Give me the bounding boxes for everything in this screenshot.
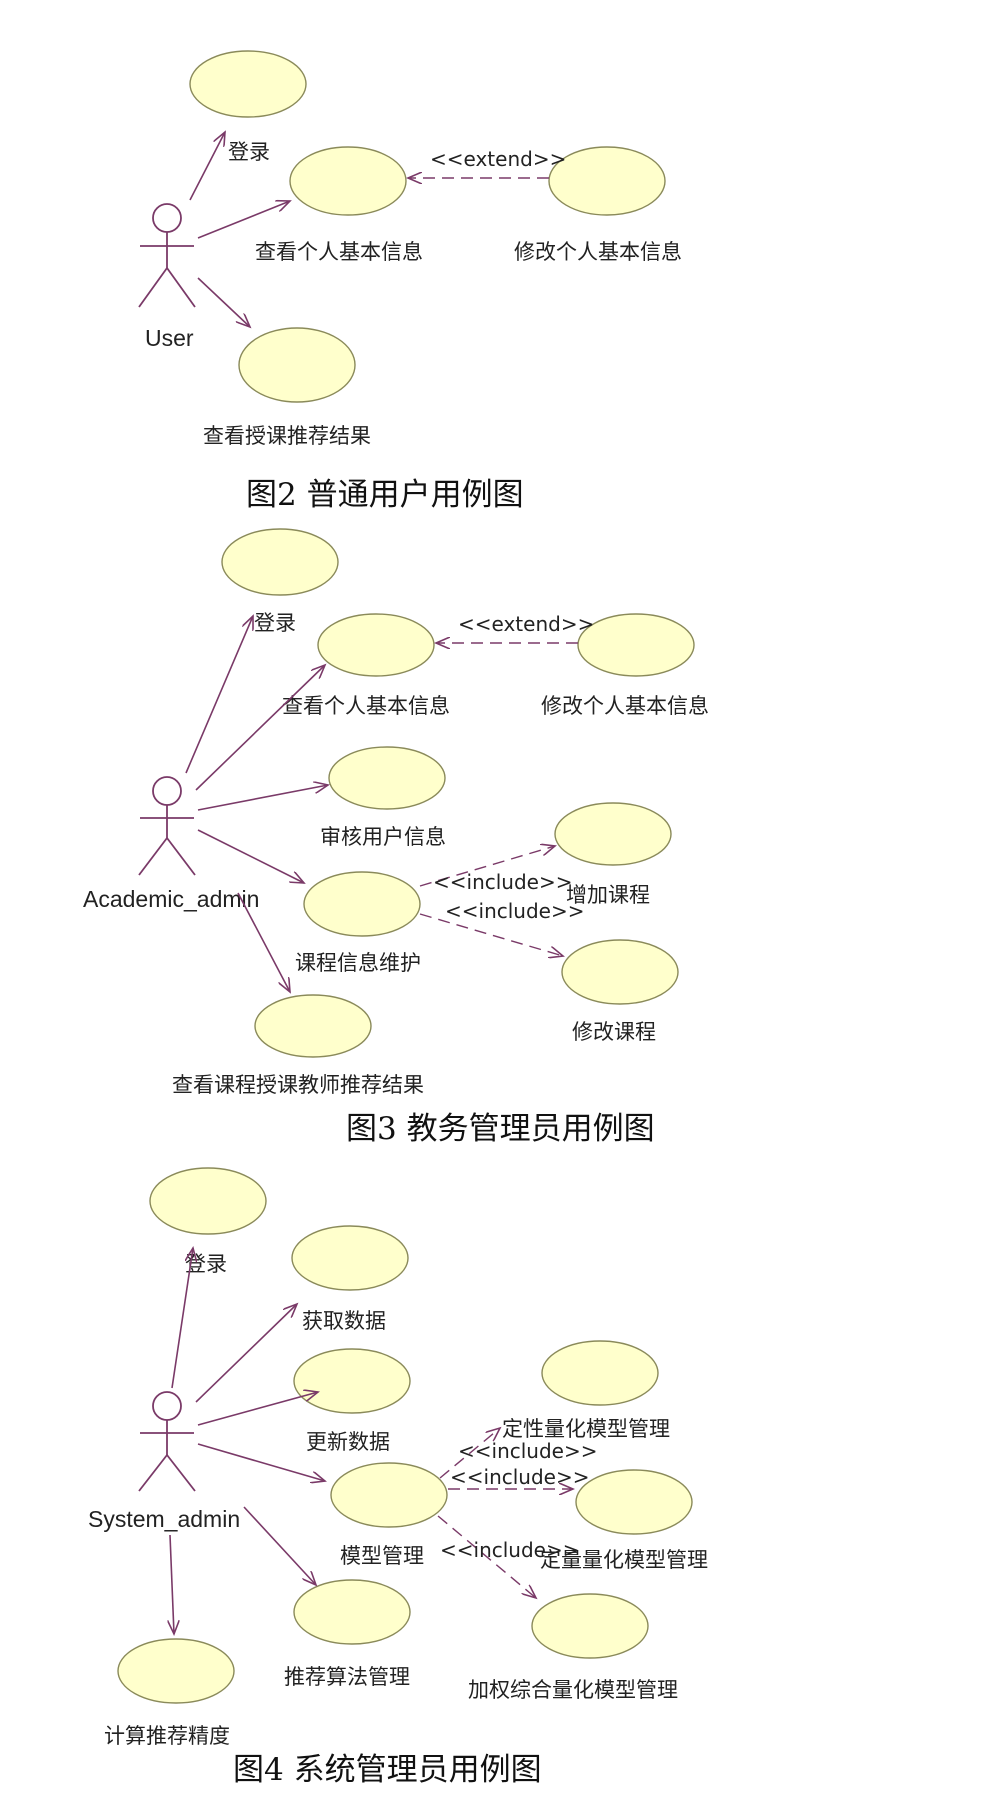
- uc-add-course: [554, 802, 672, 866]
- assoc-sys-calc-precision: [170, 1534, 174, 1634]
- extend-label: <<extend>>: [430, 147, 566, 171]
- uc-view-teaching-result-label: 查看授课推荐结果: [203, 424, 371, 448]
- uc-quantitative-model-label: 定量量化模型管理: [540, 1548, 708, 1572]
- uc-login: [149, 1167, 267, 1235]
- uc-view-teacher-result-label: 查看课程授课教师推荐结果: [172, 1073, 424, 1097]
- include-model-to-qualitative: [439, 1428, 500, 1479]
- include-label-2: <<include>>: [445, 899, 585, 923]
- uc-modify-personal-info-label: 修改个人基本信息: [514, 240, 682, 264]
- include-label-2: <<include>>: [450, 1465, 590, 1489]
- actor-academic-admin-figure: [138, 776, 196, 876]
- uc-course-maintenance-label: 课程信息维护: [295, 951, 421, 975]
- uc-calc-precision-label: 计算推荐精度: [104, 1724, 230, 1748]
- assoc-user-view-result: [197, 277, 250, 327]
- assoc-sys-algo-mgmt: [243, 1506, 316, 1585]
- uc-audit-user-info: [328, 746, 446, 810]
- include-label-1: <<include>>: [458, 1439, 598, 1463]
- assoc-sys-get-data: [195, 1304, 297, 1403]
- include-course-to-add: [419, 846, 555, 887]
- caption-figure-4: 图4 系统管理员用例图: [233, 1752, 542, 1788]
- uc-login: [189, 50, 307, 118]
- uc-login-label: 登录: [228, 140, 270, 164]
- uc-audit-user-info-label: 审核用户信息: [320, 825, 446, 849]
- assoc-sys-model-mgmt: [197, 1443, 325, 1481]
- assoc-academic-view-info: [195, 665, 325, 791]
- uc-view-teaching-result: [238, 327, 356, 403]
- uc-weighted-model: [531, 1593, 649, 1659]
- actor-user-label: User: [145, 325, 194, 351]
- uc-modify-personal-info: [577, 613, 695, 677]
- uc-login-label: 登录: [254, 611, 296, 635]
- uc-view-teacher-result: [254, 994, 372, 1058]
- assoc-academic-login: [185, 616, 253, 774]
- actor-user-figure: [138, 203, 196, 308]
- uc-algorithm-management-label: 推荐算法管理: [284, 1665, 410, 1689]
- diagram-2-user: User 登录 查看个人基本信息 修改个人基本信息 查看授课推荐结果 <<ext…: [138, 50, 682, 513]
- uc-modify-personal-info-label: 修改个人基本信息: [541, 694, 709, 718]
- actor-system-admin-figure: [138, 1391, 196, 1492]
- uc-course-maintenance: [303, 871, 421, 937]
- uc-modify-personal-info: [548, 146, 666, 216]
- uc-add-course-label: 增加课程: [566, 883, 650, 907]
- caption-figure-3: 图3 教务管理员用例图: [346, 1111, 655, 1147]
- uc-update-data-label: 更新数据: [306, 1430, 390, 1454]
- uc-calc-precision: [117, 1638, 235, 1704]
- uc-view-personal-info-label: 查看个人基本信息: [255, 240, 423, 264]
- include-label-3: <<include>>: [440, 1538, 580, 1562]
- uc-model-management: [330, 1462, 448, 1528]
- uc-modify-course: [561, 939, 679, 1005]
- assoc-user-login: [189, 132, 225, 201]
- extend-label: <<extend>>: [458, 612, 594, 636]
- include-model-to-weighted: [437, 1515, 536, 1598]
- uc-weighted-model-label: 加权综合量化模型管理: [468, 1678, 678, 1702]
- assoc-user-view-info: [197, 201, 290, 239]
- diagram-4-system-admin: System_admin 登录 获取数据 更新数据 模型管理 推荐算法管理 计算…: [88, 1167, 708, 1788]
- actor-system-admin-label: System_admin: [88, 1506, 240, 1532]
- diagram-3-academic-admin: Academic_admin 登录 查看个人基本信息 修改个人基本信息 审核用户…: [83, 528, 709, 1147]
- uc-qualitative-model: [541, 1340, 659, 1406]
- uc-get-data-label: 获取数据: [302, 1309, 386, 1333]
- uc-update-data: [293, 1348, 411, 1414]
- uc-quantitative-model: [575, 1469, 693, 1535]
- assoc-sys-update-data: [197, 1392, 318, 1426]
- include-label-1: <<include>>: [433, 870, 573, 894]
- assoc-academic-course-maint: [197, 829, 304, 883]
- uc-modify-course-label: 修改课程: [572, 1020, 656, 1044]
- uc-login: [221, 528, 339, 596]
- assoc-academic-view-teacher: [237, 892, 290, 992]
- uc-get-data: [291, 1225, 409, 1291]
- uc-algorithm-management: [293, 1579, 411, 1645]
- assoc-academic-audit: [197, 785, 328, 811]
- uc-qualitative-model-label: 定性量化模型管理: [502, 1417, 670, 1441]
- uc-view-personal-info: [317, 613, 435, 677]
- include-course-to-modify: [419, 913, 563, 956]
- uc-view-personal-info-label: 查看个人基本信息: [282, 694, 450, 718]
- uc-view-personal-info: [289, 146, 407, 216]
- uc-model-management-label: 模型管理: [340, 1544, 424, 1568]
- caption-figure-2: 图2 普通用户用例图: [246, 477, 524, 513]
- actor-academic-admin-label: Academic_admin: [83, 886, 259, 912]
- assoc-sys-login: [171, 1248, 193, 1389]
